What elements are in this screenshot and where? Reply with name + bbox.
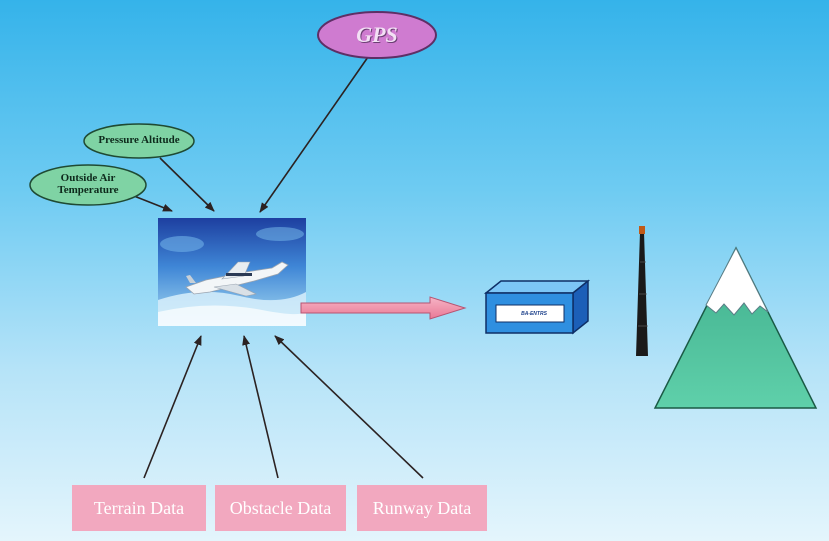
- mountain-icon: [653, 246, 818, 409]
- pressure-altitude-label: Pressure Altitude: [98, 134, 180, 147]
- device-box: [483, 279, 591, 335]
- arrow-terrain-to-aircraft: [143, 335, 202, 479]
- pressure-altitude-oval: [83, 123, 195, 159]
- device-label: BA-ENTRS: [521, 311, 547, 317]
- terrain-data-box: Terrain Data: [72, 485, 206, 531]
- arrow-obstacle-to-aircraft: [242, 335, 279, 479]
- obstacle-data-box: Obstacle Data: [215, 485, 346, 531]
- aircraft-image: [158, 218, 308, 326]
- gps-label: GPS: [356, 22, 398, 48]
- gps-oval: [317, 11, 437, 59]
- outside-air-temperature-label: Outside Air Temperature: [57, 172, 119, 196]
- arrow-gps-to-aircraft: [259, 56, 369, 213]
- radio-tower-icon: [636, 226, 648, 356]
- outside-air-temperature-oval: [29, 164, 147, 206]
- arrow-pressure-to-aircraft: [159, 157, 215, 212]
- arrow-oat-to-aircraft: [133, 195, 173, 212]
- output-arrow: [300, 296, 467, 320]
- runway-data-box: Runway Data: [357, 485, 487, 531]
- arrow-runway-to-aircraft: [274, 335, 424, 479]
